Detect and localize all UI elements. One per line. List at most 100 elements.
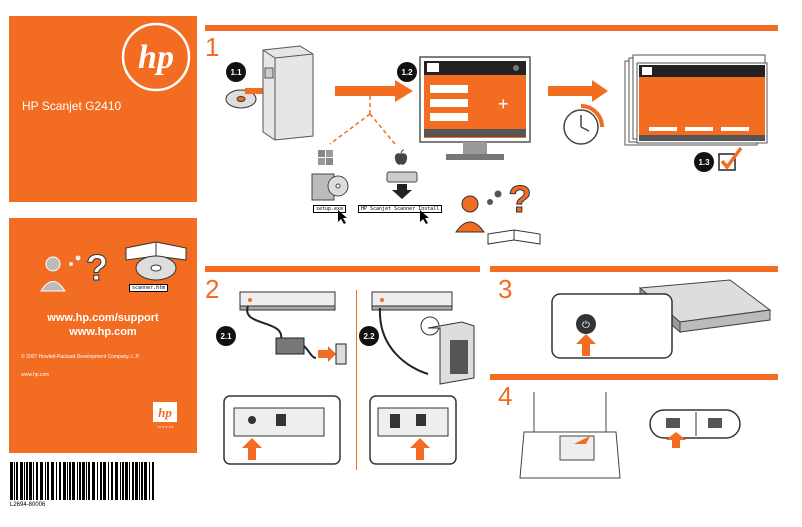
support-url[interactable]: www.hp.com/support (47, 312, 159, 324)
barcode-stripe (132, 462, 134, 500)
barcode-stripe (72, 462, 75, 500)
hp-logo-icon: hp (121, 22, 191, 92)
barcode-stripe (100, 462, 102, 500)
step1-number: 1 (205, 32, 220, 62)
barcode-icon (10, 462, 154, 500)
svg-text:+: + (498, 94, 509, 114)
stacked-windows-icon (624, 54, 768, 146)
step1-bar (205, 25, 778, 31)
cursor-icon (420, 210, 429, 224)
hp-logo-text: hp (138, 39, 174, 76)
step2-divider (356, 290, 357, 470)
barcode-stripe (86, 462, 87, 500)
barcode-stripe (56, 462, 57, 500)
barcode-stripe (26, 462, 28, 500)
barcode-stripe (20, 462, 23, 500)
barcode-stripe (141, 462, 143, 500)
power-port-closeup-icon (223, 395, 341, 465)
barcode-stripe (108, 462, 109, 500)
barcode-stripe (33, 462, 34, 500)
step2-bar (205, 266, 480, 272)
sidebar-header-panel: hp (9, 16, 197, 202)
scanner-glass-document-icon (519, 392, 621, 479)
windows-logo-icon (318, 150, 333, 165)
barcode-stripe (77, 462, 78, 500)
barcode-stripe (40, 462, 43, 500)
next-arrow-icon (335, 80, 413, 102)
barcode-stripe (16, 462, 18, 500)
cd-icon (225, 89, 257, 109)
barcode-stripe (135, 462, 138, 500)
barcode-stripe (129, 462, 130, 500)
clock-icon (563, 104, 604, 145)
windows-setup-file-label: setup.exe (313, 205, 347, 213)
step1-1-badge: 1.1 (226, 62, 246, 82)
barcode-stripe (45, 462, 46, 500)
step3-bar (490, 266, 778, 272)
barcode-stripe (97, 462, 98, 500)
windows-installer-box-icon (311, 173, 349, 201)
barcode-stripe (24, 462, 25, 500)
step2-number: 2 (205, 274, 220, 304)
barcode-stripe (82, 462, 85, 500)
barcode-stripe (14, 462, 15, 500)
barcode-stripe (152, 462, 154, 500)
invent-tagline: i n v e n t (156, 424, 174, 429)
svg-text:?: ? (86, 247, 108, 288)
step2-1-badge: 2.1 (216, 326, 236, 346)
scan-button-icon (649, 409, 741, 448)
sidebar-support-panel: ? scanner.htm www.hp.com/support www.hp.… (9, 218, 197, 453)
monitor-installer-icon: + (419, 56, 531, 160)
scanner-usb-icon (371, 291, 475, 385)
scanner-power-button-icon: ⏻ (551, 279, 772, 359)
barcode-stripe (144, 462, 147, 500)
small-url-text: www.hp.com (21, 372, 50, 378)
apple-logo-icon (394, 149, 408, 165)
step4-number: 4 (498, 381, 513, 411)
book-cd-icon (125, 241, 187, 281)
svg-text:?: ? (508, 179, 531, 221)
step1-2-badge: 1.2 (397, 62, 417, 82)
checkbox-checked-icon (718, 146, 743, 171)
usb-port-closeup-icon (369, 395, 457, 465)
os-branch-lines (329, 96, 396, 145)
main-url[interactable]: www.hp.com (69, 326, 137, 338)
barcode-stripe (125, 462, 128, 500)
cd-filename-label: scanner.htm (129, 284, 169, 292)
invent-logo-text: hp (158, 405, 172, 420)
barcode-stripe (120, 462, 121, 500)
barcode-stripe (149, 462, 150, 500)
person-question-icon: ? (40, 247, 109, 292)
computer-tower-icon (262, 45, 314, 141)
svg-text:⏻: ⏻ (582, 320, 590, 331)
step4-bar (490, 374, 778, 380)
barcode-stripe (122, 462, 124, 500)
barcode-number: L2694-80006 (10, 502, 46, 508)
barcode-stripe (139, 462, 140, 500)
barcode-stripe (59, 462, 61, 500)
barcode-stripe (10, 462, 13, 500)
help-person-icon: ? (455, 179, 541, 245)
barcode-stripe (79, 462, 81, 500)
barcode-stripe (36, 462, 38, 500)
barcode-stripe (92, 462, 95, 500)
barcode-stripe (69, 462, 71, 500)
hp-invent-logo-icon: hp (153, 402, 177, 422)
mac-installer-drive-icon (386, 171, 418, 199)
barcode-stripe (115, 462, 118, 500)
barcode-stripe (63, 462, 66, 500)
cursor-icon (338, 210, 347, 224)
step2-2-badge: 2.2 (359, 326, 379, 346)
barcode-stripe (67, 462, 68, 500)
product-title: HP Scanjet G2410 (22, 99, 122, 113)
scanner-power-icon (239, 291, 347, 365)
barcode-stripe (103, 462, 106, 500)
next-arrow-icon (548, 80, 608, 102)
barcode-stripe (51, 462, 54, 500)
hp-invent-logo: hp i n v e n t (145, 402, 185, 432)
step1-3-badge: 1.3 (694, 152, 714, 172)
barcode-stripe (47, 462, 49, 500)
barcode-stripe (88, 462, 90, 500)
barcode-stripe (111, 462, 113, 500)
mac-install-file-label: HP Scanjet Scanner Install (358, 205, 443, 213)
